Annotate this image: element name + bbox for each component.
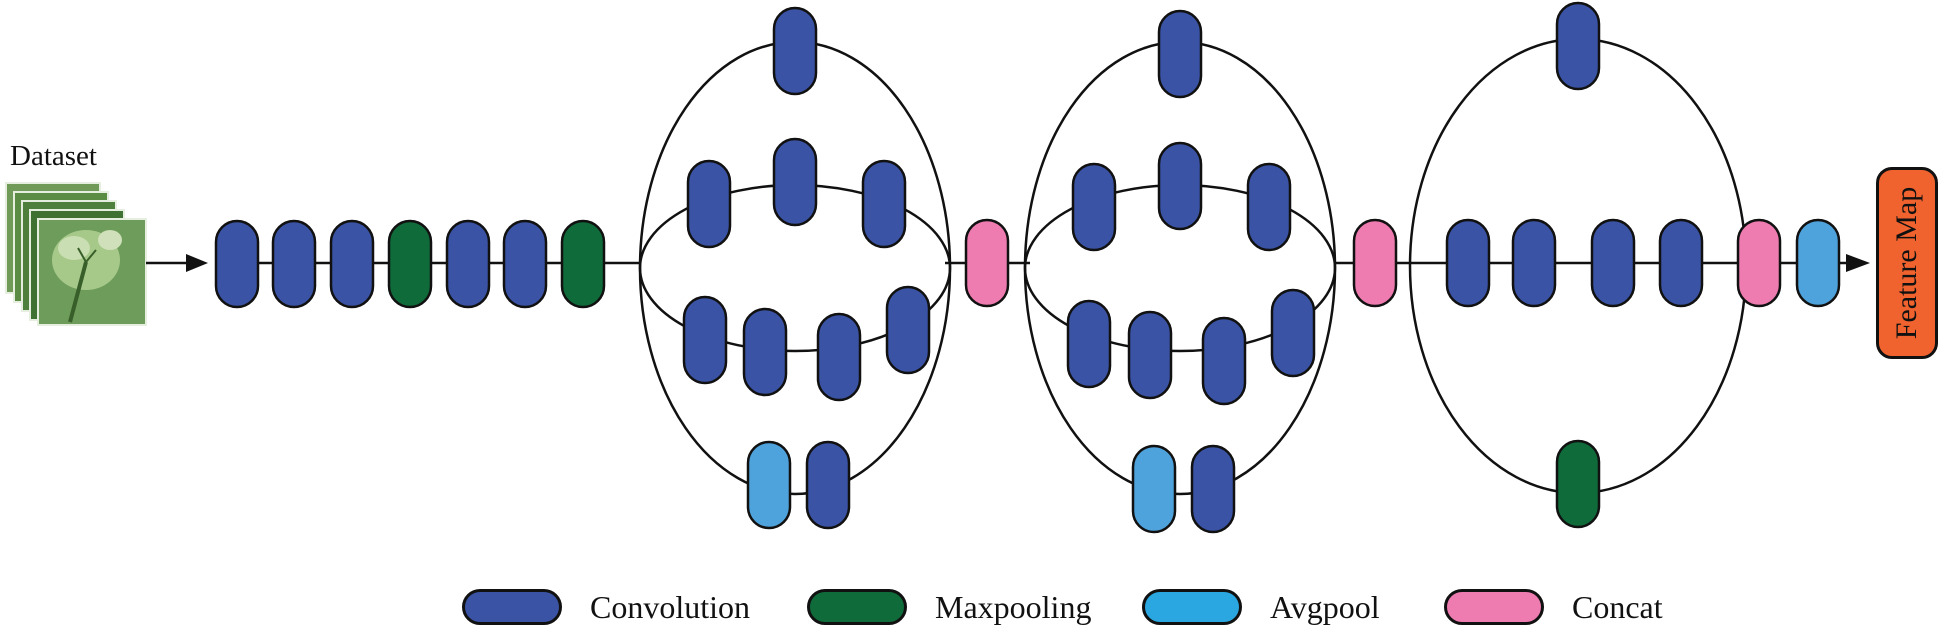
legend-item-concat: Concat xyxy=(1444,585,1663,629)
legend-swatch-avgpool xyxy=(1142,589,1242,625)
convolution-block xyxy=(1555,1,1601,91)
convolution-block xyxy=(329,219,375,309)
legend-item-convolution: Convolution xyxy=(462,585,750,629)
convolution-block xyxy=(1246,162,1292,252)
convolution-block xyxy=(502,219,548,309)
convolution-block xyxy=(1511,218,1557,308)
legend-swatch-concat xyxy=(1444,589,1544,625)
avgpool-block xyxy=(1795,218,1841,308)
legend-label-avgpool: Avgpool xyxy=(1270,588,1380,625)
convolution-block xyxy=(885,285,931,375)
feature-map-label: Feature Map xyxy=(1890,186,1924,340)
convolution-block xyxy=(816,312,862,402)
concat-block xyxy=(1736,218,1782,308)
convolution-block xyxy=(1157,141,1203,231)
convolution-block xyxy=(1190,444,1236,534)
convolution-block xyxy=(805,440,851,530)
output-blocks xyxy=(1736,218,1841,308)
legend-swatch-maxpooling xyxy=(807,589,907,625)
inception-module-2 xyxy=(1066,9,1316,534)
legend-label-maxpooling: Maxpooling xyxy=(935,588,1092,625)
dataset-label: Dataset xyxy=(10,140,97,172)
convolution-block xyxy=(1071,162,1117,252)
convolution-block xyxy=(445,219,491,309)
stem-blocks xyxy=(214,219,606,309)
convolution-block xyxy=(742,307,788,397)
legend-item-maxpooling: Maxpooling xyxy=(807,585,1091,629)
convolution-block xyxy=(686,159,732,249)
legend-item-avgpool: Avgpool xyxy=(1142,585,1380,629)
convolution-block xyxy=(1445,218,1491,308)
feature-map-box: Feature Map xyxy=(1876,167,1938,359)
convolution-block xyxy=(1201,316,1247,406)
convolution-block xyxy=(682,295,728,385)
convolution-block xyxy=(772,137,818,227)
legend-label-convolution: Convolution xyxy=(590,588,751,625)
convolution-block xyxy=(1270,288,1316,378)
maxpooling-block xyxy=(560,219,606,309)
concat-block xyxy=(964,218,1010,308)
maxpooling-block xyxy=(1555,439,1601,529)
convolution-block xyxy=(772,6,818,96)
convolution-block xyxy=(1590,218,1636,308)
inception-module-3 xyxy=(1445,1,1704,529)
convolution-block xyxy=(214,219,260,309)
concat-block xyxy=(1352,218,1398,308)
dataset-image-stack-icon xyxy=(5,182,147,326)
maxpooling-block xyxy=(387,219,433,309)
inception-module-1 xyxy=(682,6,931,530)
convolution-block xyxy=(1157,9,1203,99)
avgpool-block xyxy=(746,440,792,530)
legend-swatch-convolution xyxy=(462,589,562,625)
legend-label-concat: Concat xyxy=(1572,588,1663,625)
convolution-block xyxy=(1658,218,1704,308)
convolution-block xyxy=(1066,299,1112,389)
avgpool-block xyxy=(1131,444,1177,534)
convolution-block xyxy=(271,219,317,309)
convolution-block xyxy=(861,159,907,249)
convolution-block xyxy=(1127,310,1173,400)
